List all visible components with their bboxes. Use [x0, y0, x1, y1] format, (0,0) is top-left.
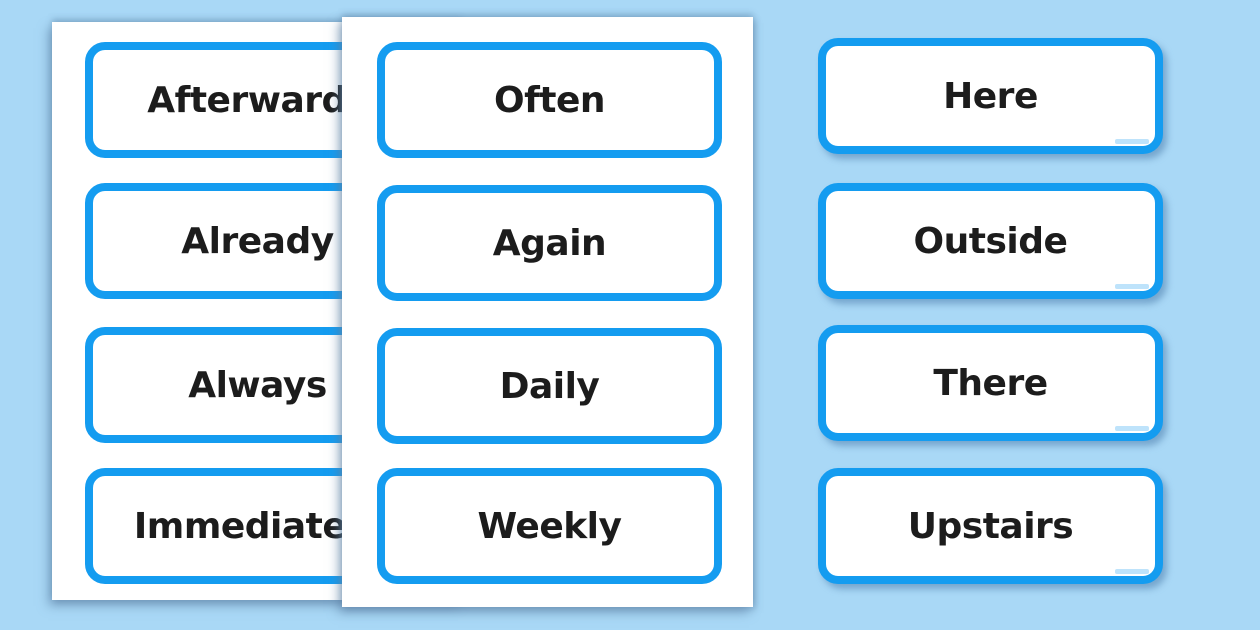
word-card: Here — [818, 38, 1163, 154]
word-card-label: Upstairs — [907, 505, 1074, 547]
word-card-sheet-2: Often Again Daily Weekly — [342, 17, 753, 607]
watermark-mark — [1115, 139, 1149, 144]
watermark-mark — [1115, 284, 1149, 289]
word-card-label: Immediately — [133, 505, 382, 547]
word-card: Outside — [818, 183, 1163, 299]
word-card-label: Again — [492, 222, 607, 264]
word-card-label: Always — [188, 364, 327, 406]
word-card: Again — [377, 185, 722, 301]
watermark-mark — [1115, 569, 1149, 574]
word-card: There — [818, 325, 1163, 441]
word-card-label: Afterwards — [147, 79, 368, 121]
word-card: Daily — [377, 328, 722, 444]
word-card-label: Often — [493, 79, 606, 121]
watermark-mark — [1115, 426, 1149, 431]
word-card-label: Daily — [499, 365, 600, 407]
word-card-label: Here — [943, 75, 1038, 117]
word-card-label: There — [933, 362, 1048, 404]
word-card-label: Weekly — [477, 505, 622, 547]
word-card-label: Already — [181, 220, 334, 262]
word-card: Upstairs — [818, 468, 1163, 584]
word-card: Weekly — [377, 468, 722, 584]
word-card-label: Outside — [913, 220, 1068, 262]
word-card: Often — [377, 42, 722, 158]
